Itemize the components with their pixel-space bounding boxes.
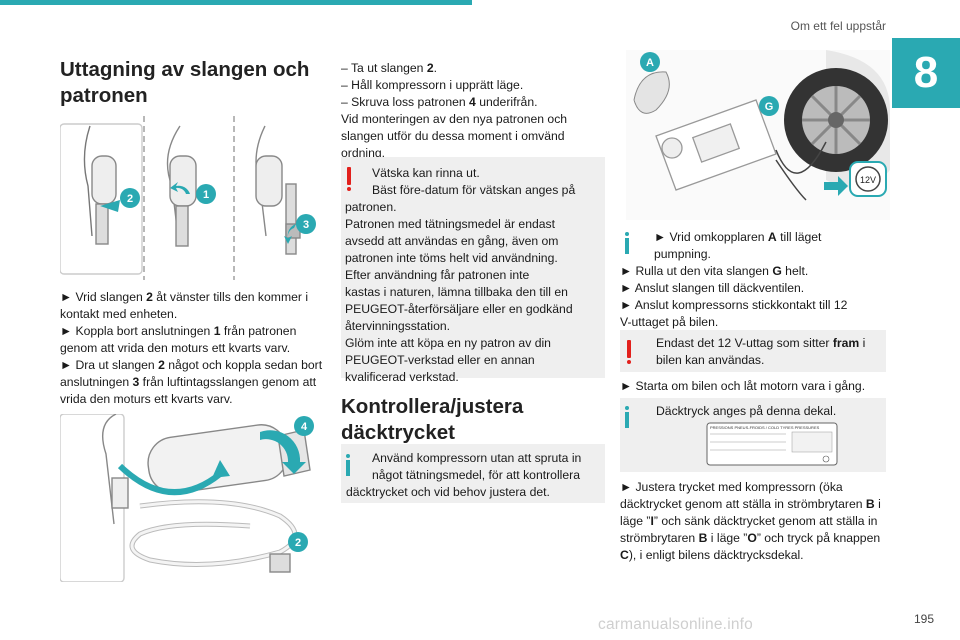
page-number: 195 xyxy=(913,612,934,626)
section-heading-pressure: Kontrollera/justera däcktrycket xyxy=(341,395,524,444)
warning-icon-socket xyxy=(626,340,632,364)
warning-icon xyxy=(346,167,352,191)
steps-cartridge: – Ta ut slangen 2. – Håll kompressorn i … xyxy=(341,61,568,160)
header-accent-bar xyxy=(0,0,472,5)
callout-a: A xyxy=(646,57,654,69)
info-icon xyxy=(344,454,352,476)
steps-removal: ► Vrid slangen 2 åt vänster tills den ko… xyxy=(60,290,323,406)
callout-1: 1 xyxy=(203,189,209,201)
callout-4: 4 xyxy=(301,421,308,433)
warning-box-cartridge: Vätska kan rinna ut. Bäst före-datum för… xyxy=(341,157,605,384)
info-box-decal: Däcktryck anges på denna dekal. PRESSION… xyxy=(620,398,886,472)
illustration-hose-disconnect: 2 1 3 xyxy=(60,116,316,280)
info-icon-decal xyxy=(623,406,631,428)
callout-g: G xyxy=(765,101,774,113)
callout-3: 3 xyxy=(303,219,309,231)
watermark: carmanualsonline.info xyxy=(598,616,753,633)
illustration-compressor-connection: A G 12V xyxy=(626,50,890,220)
section-heading-removal: Uttagning av slangen och patronen xyxy=(60,58,310,107)
socket-12v-label: 12V xyxy=(860,175,876,185)
steps-adjust: ► Justera trycket med kompressorn (öka d… xyxy=(620,480,881,562)
tyre-pressure-decal: PRESSIONS PNEUS-FROIDS / COLD TYRES PRES… xyxy=(706,422,838,466)
callout-2: 2 xyxy=(127,193,133,205)
decal-title: PRESSIONS PNEUS-FROIDS / COLD TYRES PRES… xyxy=(710,425,820,430)
chapter-title: Om ett fel uppstår xyxy=(790,19,886,33)
illustration-cartridge-removal: 4 2 xyxy=(60,414,314,582)
chapter-number-tab: 8 xyxy=(892,38,960,108)
info-box-compressor: Använd kompressorn utan att spruta in nå… xyxy=(341,444,605,503)
warning-box-socket: Endast det 12 V-uttag som sitter fram i … xyxy=(620,330,886,372)
steps-connect: ► Vrid omkopplaren A till läget pumpning… xyxy=(620,230,848,329)
manual-step-icon xyxy=(623,232,631,254)
step-start-engine: ► Starta om bilen och låt motorn vara i … xyxy=(620,379,866,393)
callout-2b: 2 xyxy=(295,537,301,549)
